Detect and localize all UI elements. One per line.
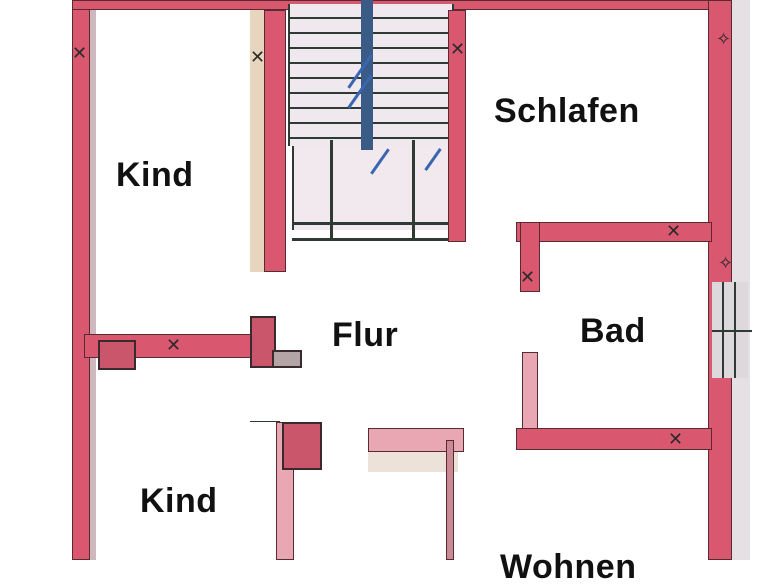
wall-kind-stairs-beige [250,10,264,272]
wall-corner-block-lower [282,422,322,470]
stair-rail [330,140,333,240]
door-symbol: ✕ [166,335,182,355]
window-symbol: ✧ [716,29,732,49]
floor-plan: ✕ ✕ ✕ ✕ ✕ ✕ ✕ ✧ ✧ Kind Schlafen Flur Bad… [72,0,752,586]
wall-left-inner-line [90,0,96,560]
wall-right-outer-strip [732,0,750,560]
stair-rail [412,140,415,240]
door-symbol: ✕ [520,267,536,287]
wall-corner-block [250,316,276,368]
wall-bad-left-upper [520,222,540,292]
wall-bad-bottom [516,428,712,450]
stair-rail [292,222,464,225]
room-label-kind-bottom: Kind [140,482,218,520]
door-symbol: ✕ [668,429,684,449]
window-symbol: ✧ [718,253,734,273]
wall-middle-lower-right [446,440,454,560]
wall-kind-stairs [264,10,286,272]
wall-left-outer [72,0,90,560]
wall-middle-lower-strip [368,452,458,472]
wall-stairs-schlafen [448,10,466,242]
door-symbol: ✕ [72,43,88,63]
door-symbol: ✕ [450,39,466,59]
door-symbol: ✕ [250,47,266,67]
window-right-line [712,330,752,332]
room-label-bottom-cutoff: Wohnen [500,548,637,586]
room-label-kind-top: Kind [116,156,194,194]
door-symbol: ✕ [666,221,682,241]
stair-rail [292,238,464,241]
room-label-bad: Bad [580,312,646,350]
dimension-line [250,421,280,422]
stair-direction-arrow [361,0,373,150]
room-label-flur: Flur [332,316,399,354]
staircase-landing [292,146,452,230]
room-label-schlafen: Schlafen [494,92,640,130]
wall-schlafen-bottom [516,222,712,242]
wall-corner-block-left [98,340,136,370]
wall-right-outer [708,0,732,560]
wall-corner-block-small [272,350,302,368]
